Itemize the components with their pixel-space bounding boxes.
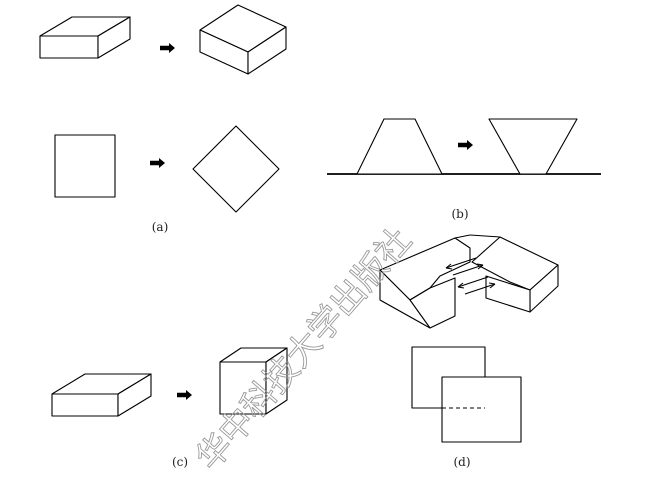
right-arrow-icon	[160, 43, 175, 53]
panel-b-label: (b)	[451, 207, 468, 221]
diamond-shape	[192, 125, 280, 213]
trapezoid-upright-shape	[356, 118, 443, 175]
panel-b: (b)	[327, 118, 601, 221]
panel-d: (d)	[379, 234, 559, 469]
interlocking-blocks-shape	[379, 234, 559, 329]
square-shape	[54, 134, 116, 198]
trapezoid-inverted-shape	[488, 118, 578, 175]
upright-box-shape	[219, 347, 288, 415]
panel-a-label: (a)	[152, 220, 169, 234]
watermark-text: 华中科技大学出版社	[189, 221, 420, 478]
rotated-box-shape	[199, 4, 287, 75]
right-arrow-icon	[150, 158, 165, 168]
right-arrow-icon	[177, 390, 192, 400]
right-arrow-icon	[458, 140, 473, 150]
slab-shape	[39, 16, 131, 59]
panel-c-label: (c)	[172, 455, 188, 469]
panel-d-label: (d)	[453, 455, 470, 469]
overlapping-rectangles-shape	[411, 346, 522, 443]
panel-a: (a)	[39, 4, 287, 234]
slab-shape	[51, 373, 152, 417]
panel-c: (c)	[51, 347, 288, 469]
